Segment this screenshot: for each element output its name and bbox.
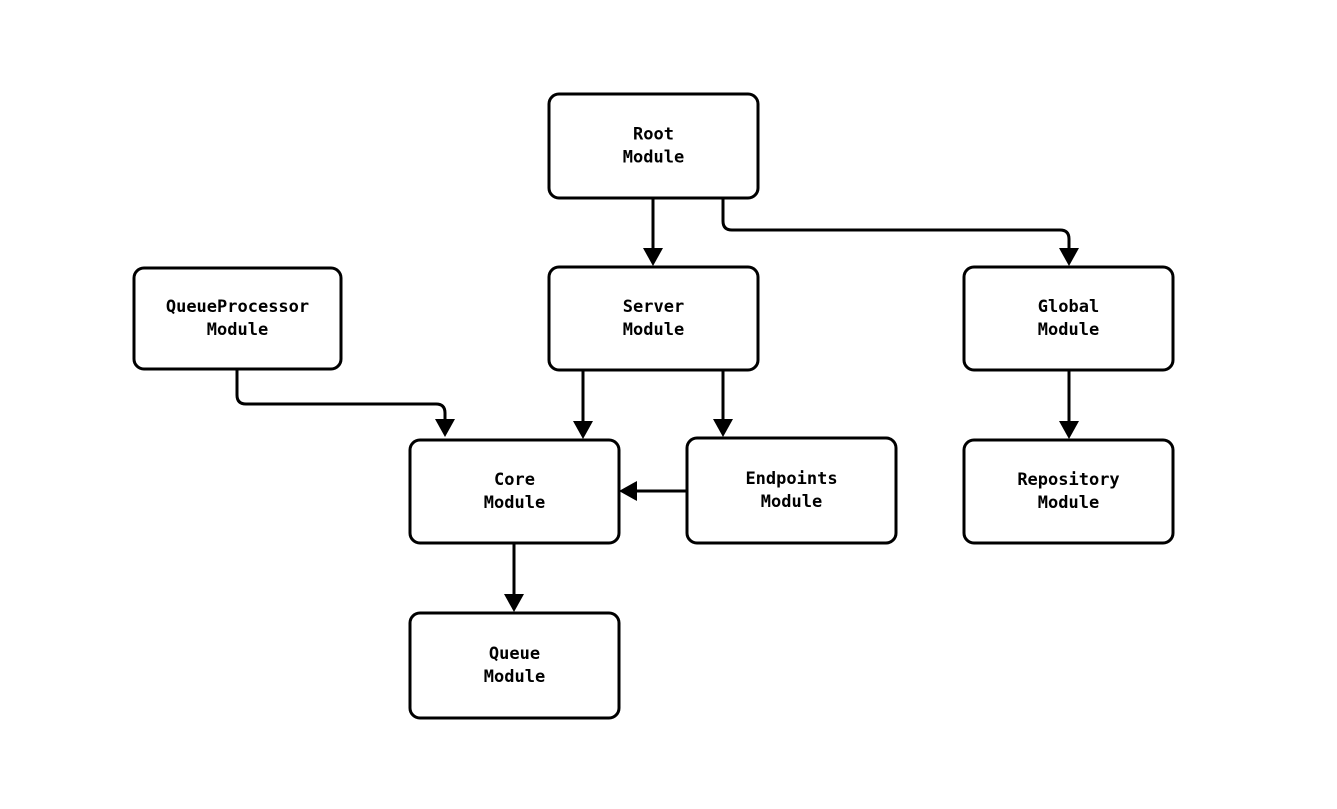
arrowhead-icon	[435, 419, 455, 437]
node-label-line1: Global	[1038, 297, 1099, 317]
arrowhead-icon	[1059, 248, 1079, 266]
edge-server-to-core	[573, 370, 593, 439]
node-label-line2: Module	[1038, 320, 1099, 340]
node-label-line2: Module	[207, 320, 268, 340]
node-label-line1: Core	[494, 470, 535, 490]
edge-line	[235, 369, 447, 419]
node-label-line2: Module	[1038, 493, 1099, 513]
edge-core-to-queue	[504, 543, 524, 612]
edge-global-to-repository	[1059, 370, 1079, 439]
node-box[interactable]	[547, 265, 760, 372]
arrowhead-icon	[1059, 421, 1079, 439]
arrowhead-icon	[619, 481, 637, 501]
arrowhead-icon	[573, 421, 593, 439]
node-box[interactable]	[408, 611, 621, 720]
node-label-line1: Endpoints	[745, 469, 837, 489]
node-label-line1: QueueProcessor	[166, 297, 309, 317]
node-box[interactable]	[685, 436, 898, 545]
node-label-line2: Module	[484, 667, 545, 687]
arrowhead-icon	[713, 419, 733, 437]
node-box[interactable]	[547, 92, 760, 200]
node-label-line1: Server	[623, 297, 684, 317]
node-box[interactable]	[962, 265, 1175, 372]
edges-layer	[235, 198, 1079, 612]
node-box[interactable]	[962, 438, 1175, 545]
edge-server-to-endpoints	[713, 370, 733, 437]
edge-endpoints-to-core	[619, 481, 687, 501]
node-label-line1: Root	[633, 125, 674, 145]
edge-root-to-global	[721, 198, 1079, 266]
node-box[interactable]	[132, 266, 343, 371]
arrowhead-icon	[643, 248, 663, 266]
node-label-line2: Module	[484, 493, 545, 513]
edge-line	[721, 198, 1071, 248]
node-label-line1: Queue	[489, 644, 540, 664]
edge-root-to-server	[643, 198, 663, 266]
node-label-line2: Module	[623, 320, 684, 340]
node-label-line2: Module	[623, 148, 684, 168]
edge-queueprocessor-to-core	[235, 369, 455, 437]
arrowhead-icon	[504, 594, 524, 612]
node-label-line1: Repository	[1017, 470, 1119, 490]
node-box[interactable]	[408, 438, 621, 545]
node-label-line2: Module	[761, 492, 822, 512]
